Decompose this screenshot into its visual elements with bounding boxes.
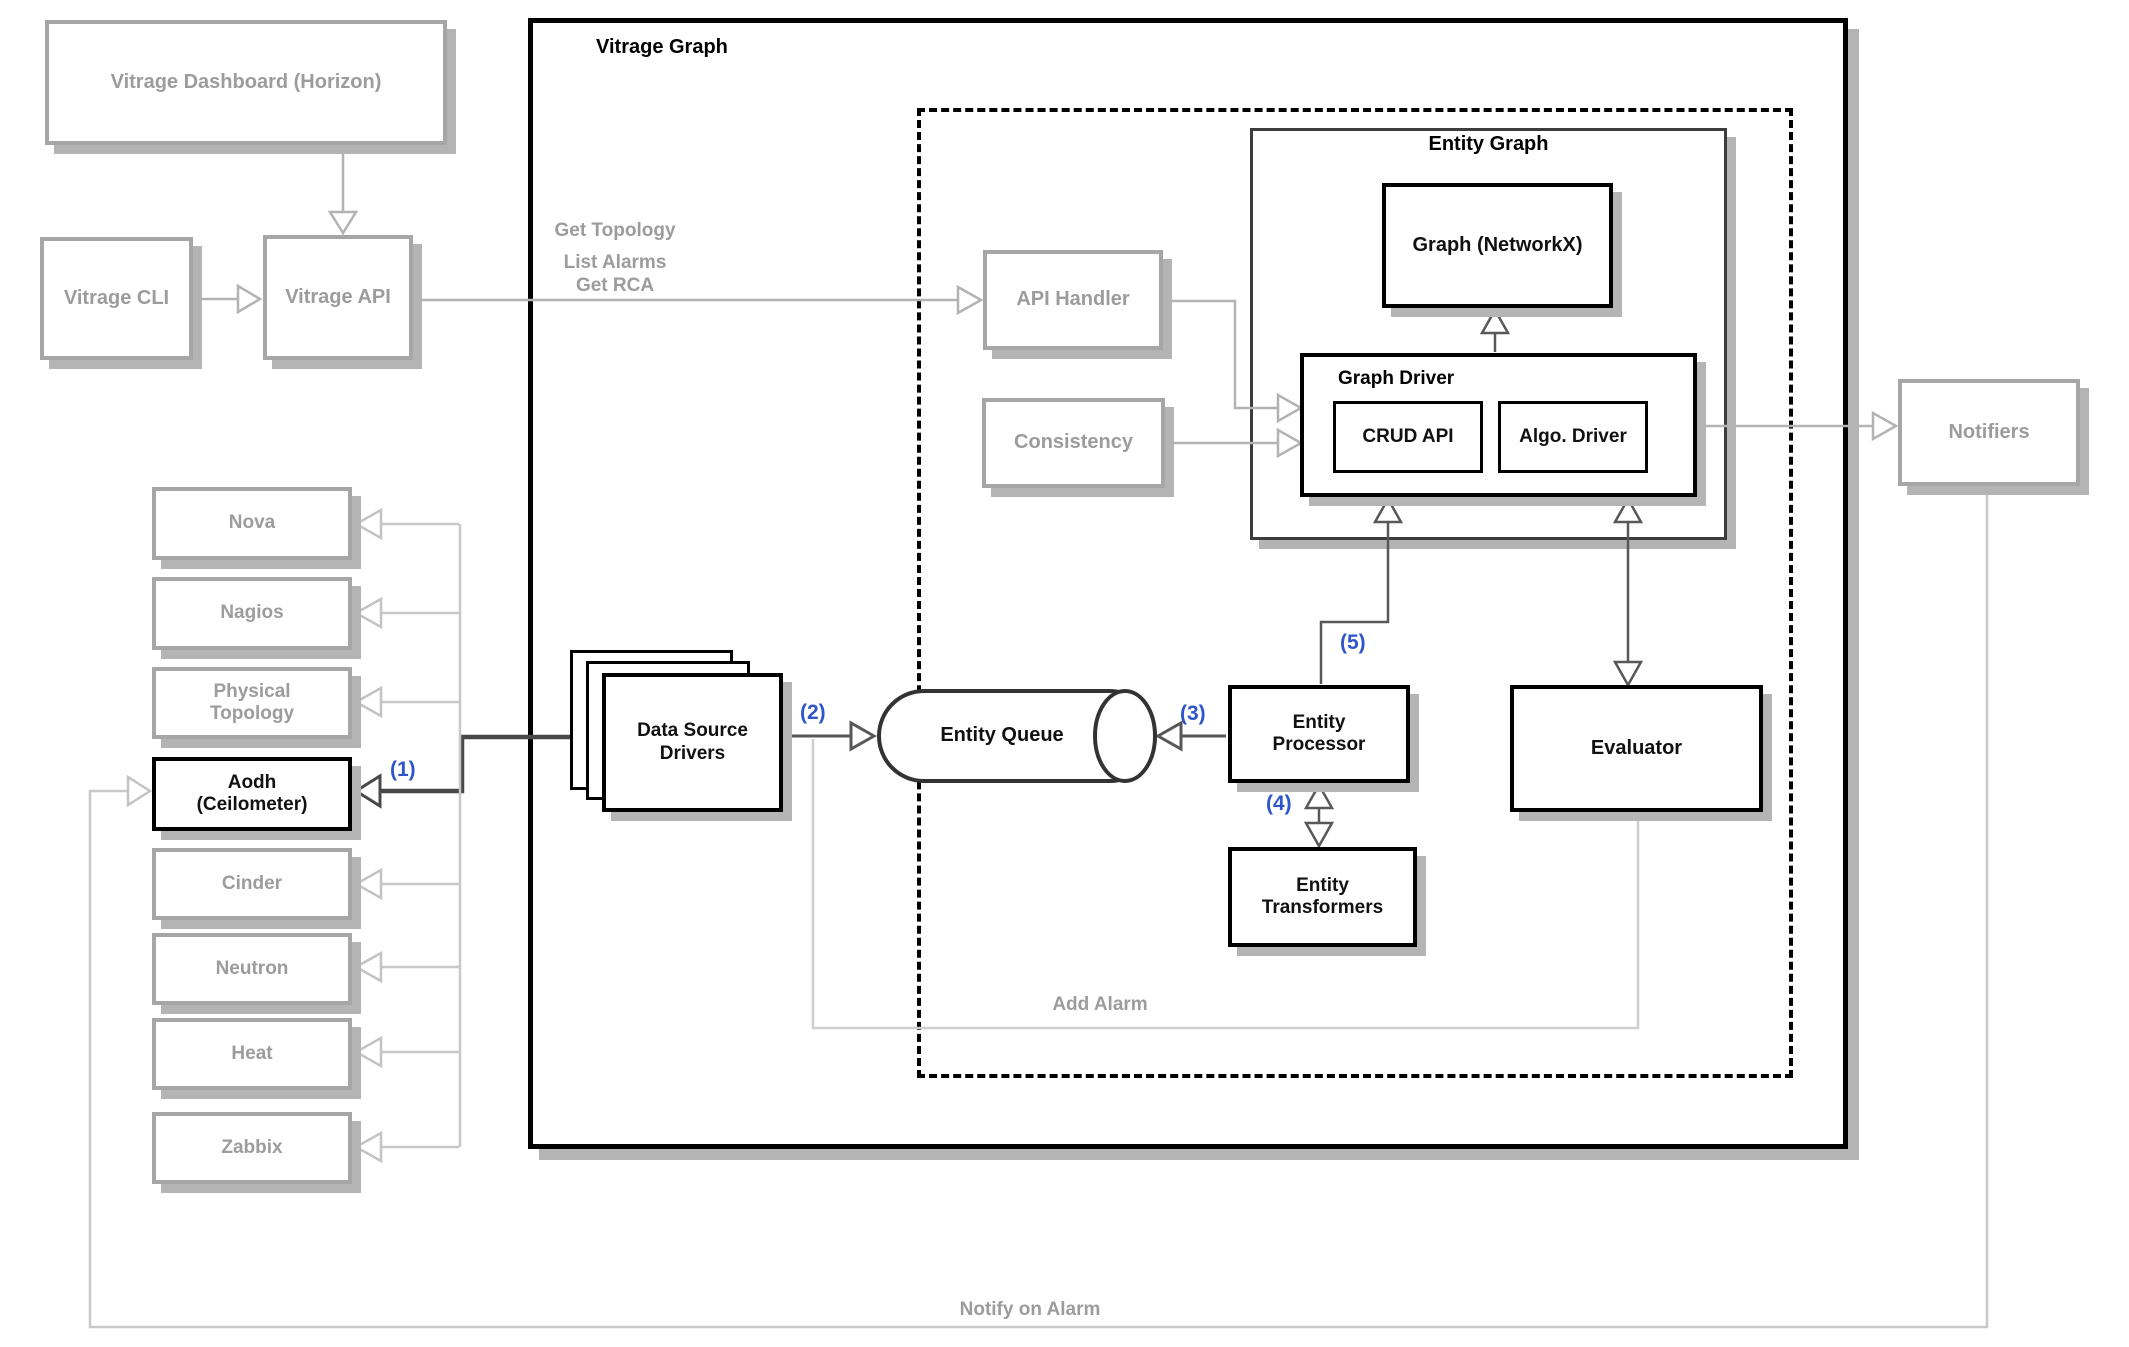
source-label: Zabbix [221,1136,283,1158]
graph-networkx-box: Graph (NetworkX) [1382,183,1613,308]
source-label: Cinder [221,872,283,894]
vitrage-api-box: Vitrage API [263,235,413,360]
crud-api-box: CRUD API [1333,401,1483,473]
data-source-trunk [380,522,462,1149]
source-box-zabbix: Zabbix [152,1112,352,1184]
algo-driver-label: Algo. Driver [1519,425,1627,447]
api-handler-label: API Handler [1016,288,1130,311]
step-4-label: (4) [1266,792,1292,815]
data-source-drivers-box: Data Source Drivers [602,673,783,812]
graph-networkx-label: Graph (NetworkX) [1412,233,1583,256]
vitrage-cli-label: Vitrage CLI [63,286,170,309]
consistency-label: Consistency [1014,431,1133,454]
source-box-aodh: Aodh (Ceilometer) [152,757,352,831]
source-label: Nova [228,512,276,534]
source-box-neutron: Neutron [152,933,352,1005]
source-label: Physical Topology [209,680,295,724]
notify-on-alarm-label: Notify on Alarm [959,1299,1101,1320]
source-box-physical-topology: Physical Topology [152,667,352,739]
source-label: Heat [231,1042,273,1064]
entity-processor-box: Entity Processor [1228,685,1410,783]
entity-transformers-label: Entity Transformers [1261,874,1384,918]
arrow-cli-to-api [196,283,263,315]
source-box-heat: Heat [152,1018,352,1090]
api-call-get-rca: Get RCA [575,275,655,296]
consistency-box: Consistency [982,398,1165,488]
entity-queue-label-area: Entity Queue [879,691,1125,781]
vitrage-cli-box: Vitrage CLI [40,237,193,360]
vitrage-dashboard-box: Vitrage Dashboard (Horizon) [45,20,447,145]
entity-graph-label: Entity Graph [1428,133,1549,155]
source-box-nova: Nova [152,487,352,560]
vitrage-graph-label: Vitrage Graph [596,36,728,58]
graph-driver-box: Graph Driver CRUD API Algo. Driver [1300,353,1697,497]
source-label: Aodh (Ceilometer) [196,771,308,815]
add-alarm-label: Add Alarm [1052,994,1148,1015]
data-source-arrowheads [353,507,383,1164]
vitrage-api-label: Vitrage API [285,285,391,308]
step-2-label: (2) [800,701,826,724]
source-label: Nagios [220,602,284,624]
evaluator-label: Evaluator [1590,736,1683,759]
entity-processor-label: Entity Processor [1272,711,1366,755]
evaluator-box: Evaluator [1510,685,1763,812]
api-handler-box: API Handler [983,250,1163,350]
graph-driver-label: Graph Driver [1338,368,1455,389]
algo-driver-box: Algo. Driver [1498,401,1648,473]
entity-transformers-box: Entity Transformers [1228,847,1417,947]
crud-api-label: CRUD API [1362,425,1454,447]
vitrage-dashboard-label: Vitrage Dashboard (Horizon) [110,70,382,93]
notifiers-label: Notifiers [1948,420,2030,443]
entity-queue-label: Entity Queue [940,724,1064,747]
api-call-list-alarms: List Alarms [563,252,667,273]
data-source-drivers-label: Data Source Drivers [637,720,748,764]
step-1-label: (1) [390,758,416,781]
step-5-label: (5) [1340,631,1366,654]
arrow-dashboard-to-api [327,147,359,236]
source-label: Neutron [215,957,289,979]
source-box-nagios: Nagios [152,577,352,650]
api-call-get-topology: Get Topology [554,220,676,241]
step-3-label: (3) [1180,702,1206,725]
notifiers-box: Notifiers [1898,379,2080,486]
source-box-cinder: Cinder [152,848,352,920]
